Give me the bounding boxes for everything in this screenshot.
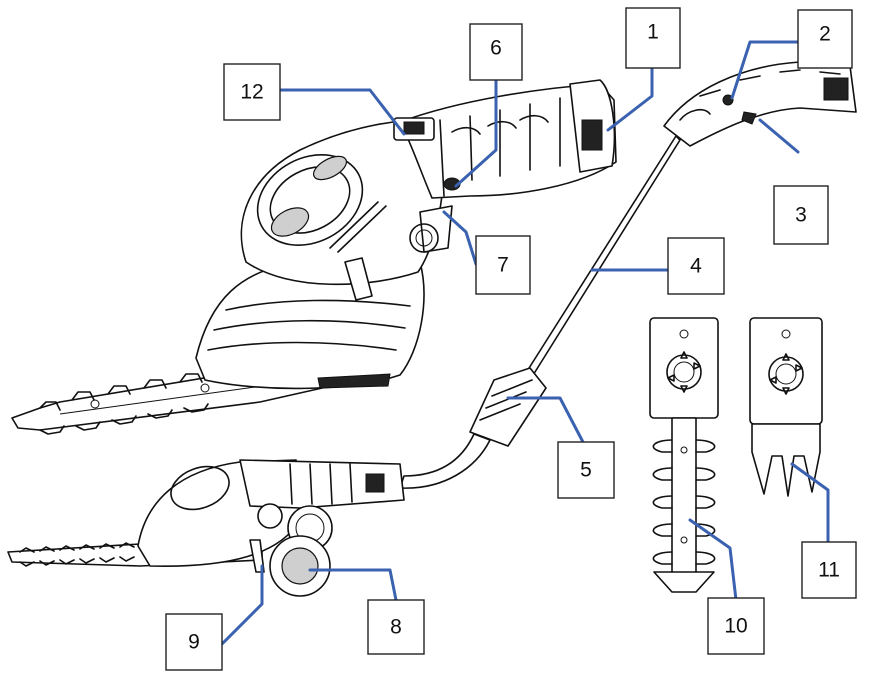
callout-6: 6 [469,23,523,81]
callout-8: 8 [367,599,425,655]
shear-handle [399,83,617,199]
leader-line-3 [758,118,800,154]
leader-line-5 [506,396,586,446]
callout-7: 7 [475,235,531,295]
leader-line-8 [308,568,398,602]
callout-11-label: 11 [818,559,840,582]
callout-4: 4 [667,237,725,295]
leader-line-10 [688,518,738,602]
callout-5-label: 5 [580,459,592,482]
pole-trigger [741,111,757,125]
callout-3: 3 [773,185,829,245]
pole-top-grip [663,61,857,147]
callout-12-label: 12 [240,81,263,104]
wheel-gear-main [409,223,439,253]
callout-5: 5 [557,441,615,499]
leader-line-11 [790,462,830,548]
callout-3-label: 3 [795,204,807,227]
leader-line-12 [278,88,406,136]
leader-lines [220,40,830,646]
callout-1: 1 [625,7,681,69]
callout-10-label: 10 [724,615,747,638]
leader-line-9 [220,564,264,646]
grass-blade-accessory [749,317,823,497]
callout-8-label: 8 [390,616,402,639]
shear-main-illustration [11,79,617,435]
callout-7-label: 7 [497,254,509,277]
callout-9: 9 [165,613,223,671]
callout-4-label: 4 [690,255,702,278]
pole-adjust-collar [469,367,547,447]
callout-10: 10 [707,597,765,655]
callout-12: 12 [223,63,281,121]
leader-line-1 [606,66,654,132]
callout-2: 2 [797,9,853,69]
leader-line-2 [730,40,800,100]
callout-9-label: 9 [188,631,200,654]
leader-line-6 [454,54,498,188]
pole-lock-button [722,94,734,106]
callout-11: 11 [801,541,857,599]
hedge-blade-accessory [649,317,719,593]
callout-6-label: 6 [490,37,502,60]
leader-line-7 [442,210,478,266]
callout-1-label: 1 [647,21,659,44]
telescopic-handle-illustration [399,61,857,489]
callout-2-label: 2 [819,23,831,46]
shear-on-wheels-illustration [7,459,405,597]
